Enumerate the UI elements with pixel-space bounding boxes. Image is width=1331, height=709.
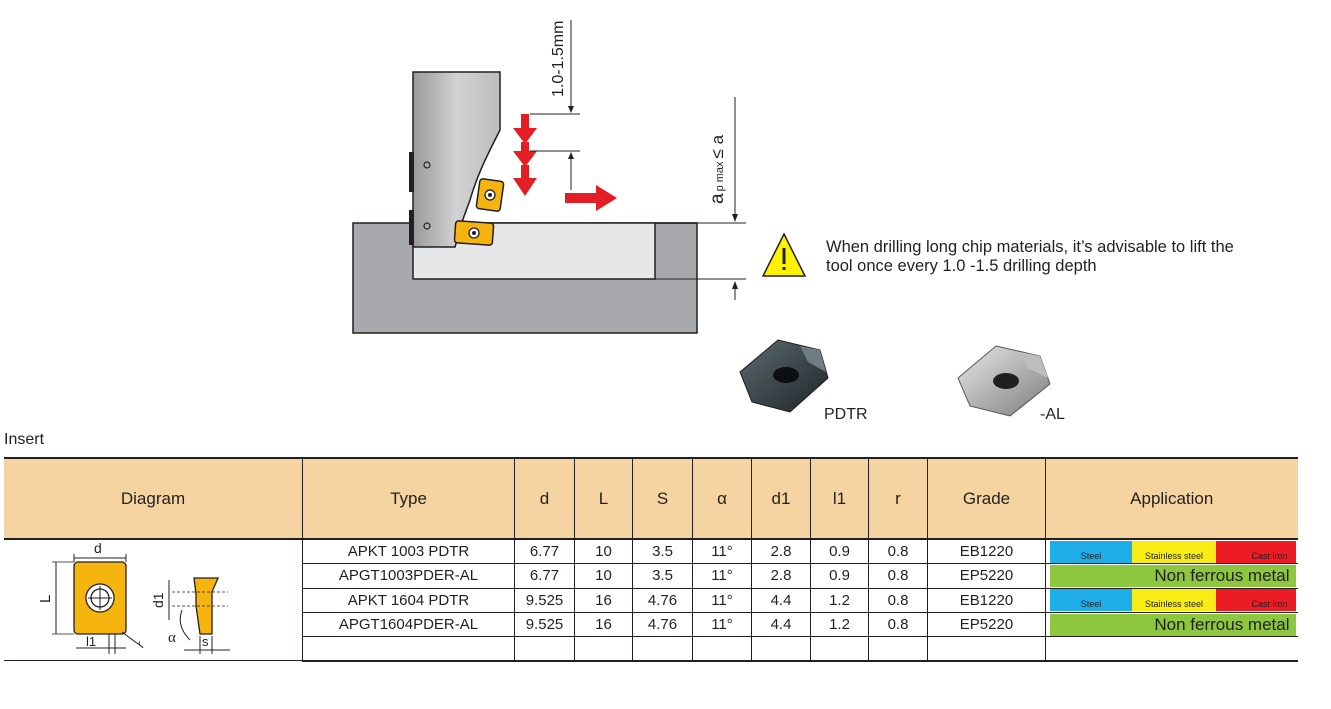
header-l: L [574,457,633,540]
header-s: S [632,457,693,540]
warning-note: When drilling long chip materials, it’s … [826,238,1326,276]
cell-alpha: 11° [692,588,752,613]
cell-alpha: 11° [692,539,752,565]
cell-r: 0.8 [868,588,928,613]
cell-r: 0.8 [868,563,928,589]
milling-illustration: 1.0-1.5mm ap max≤ a [352,20,1051,417]
cell-d: 6.77 [514,539,575,565]
cell-grade: EP5220 [927,563,1046,589]
feed-arrows [513,114,617,211]
cell-d1: 2.8 [751,563,811,589]
header-application: Application [1045,457,1298,540]
application-bands: Steel Stainless steel Cast iron [1050,540,1296,563]
cell-d1: 4.4 [751,612,811,638]
insert-dimension-diagram: d L l1 r [37,540,230,654]
cell-d: 6.77 [514,563,575,589]
table-row: APKT 1604 PDTR 9.525 16 4.76 11° 4.4 1.2… [4,588,1298,613]
app-steel: Steel [1050,589,1132,612]
cell-S: 3.5 [632,539,693,565]
cell-d: 9.525 [514,612,575,638]
step-dimension-label: 1.0-1.5mm [550,21,567,97]
header-r: r [868,457,928,540]
app-non-ferrous: Non ferrous metal [1050,564,1296,587]
workpiece [352,222,698,334]
cell-S: 4.76 [632,588,693,613]
step-dimension [530,20,580,190]
cell-alpha: 11° [692,563,752,589]
cell-d: 9.525 [514,588,575,613]
diagram-label-d1: d1 [150,592,166,608]
app-stainless: Stainless steel [1132,540,1216,563]
header-diagram: Diagram [4,457,303,540]
cell-l1: 1.2 [810,588,869,613]
cell-type: APGT1604PDER-AL [302,612,515,638]
insert-diagram-cell: d L l1 r [4,539,303,661]
cell-S: 4.76 [632,612,693,638]
cell-application: Steel Stainless steel Cast iron [1045,539,1298,565]
insert-al-label: -AL [1040,406,1065,423]
table-header-row: Diagram Type d L S α d1 l1 r Grade Appli… [4,457,1298,540]
header-d1: d1 [751,457,811,540]
table-row-empty [4,636,1298,662]
app-cast-iron: Cast iron [1216,540,1296,563]
cell-grade: EP5220 [927,612,1046,638]
cell-L: 16 [574,612,633,638]
diagram-label-L: L [37,595,54,603]
cell-L: 10 [574,563,633,589]
cell-l1: 1.2 [810,612,869,638]
app-non-ferrous: Non ferrous metal [1050,613,1296,636]
diagram-label-r: r [133,637,148,650]
cell-application: Steel Stainless steel Cast iron [1045,588,1298,613]
warning-note-line2: tool once every 1.0 -1.5 drilling depth [826,257,1097,275]
cell-d1: 4.4 [751,588,811,613]
warning-icon [761,232,807,277]
app-steel: Steel [1050,540,1132,563]
insert-al-image [957,345,1051,417]
cell-d1: 2.8 [751,539,811,565]
insert-pdtr-image [739,339,829,413]
diagram-label-alpha: α [168,630,176,646]
insert-spec-table: Diagram Type d L S α d1 l1 r Grade Appli… [4,457,1298,662]
cell-r: 0.8 [868,612,928,638]
diagram-label-l1: l1 [86,634,96,649]
table-row: APGT1604PDER-AL 9.525 16 4.76 11° 4.4 1.… [4,612,1298,638]
header-alpha: α [692,457,752,540]
section-title: Insert [4,431,45,448]
depth-dimension-label: ap max≤ a [707,134,728,204]
cell-type: APGT1003PDER-AL [302,563,515,589]
cell-l1: 0.9 [810,539,869,565]
insert-upper [475,178,505,212]
app-stainless: Stainless steel [1132,589,1216,612]
table-row: d L l1 r [4,539,1298,661]
cell-application: Non ferrous metal [1045,563,1298,589]
cell-type: APKT 1604 PDTR [302,588,515,613]
cell-application: Non ferrous metal [1045,612,1298,638]
cell-type: APKT 1003 PDTR [302,539,515,565]
app-cast-iron: Cast iron [1216,589,1296,612]
cell-alpha: 11° [692,612,752,638]
depth-dimension [655,97,746,300]
table-row: APGT1003PDER-AL 6.77 10 3.5 11° 2.8 0.9 … [4,563,1298,589]
cell-r: 0.8 [868,539,928,565]
insert-pdtr-label: PDTR [824,406,868,423]
cell-S: 3.5 [632,563,693,589]
header-type: Type [302,457,515,540]
header-d: d [514,457,575,540]
cell-L: 10 [574,539,633,565]
cell-grade: EB1220 [927,588,1046,613]
header-grade: Grade [927,457,1046,540]
application-bands: Steel Stainless steel Cast iron [1050,589,1296,612]
cell-L: 16 [574,588,633,613]
warning-note-line1: When drilling long chip materials, it’s … [826,238,1234,256]
cutting-tool [409,71,505,248]
cell-l1: 0.9 [810,563,869,589]
cell-grade: EB1220 [927,539,1046,565]
header-l1: l1 [810,457,869,540]
diagram-label-d: d [94,540,102,556]
diagram-label-s: s [202,634,209,649]
insert-lower [453,220,495,246]
